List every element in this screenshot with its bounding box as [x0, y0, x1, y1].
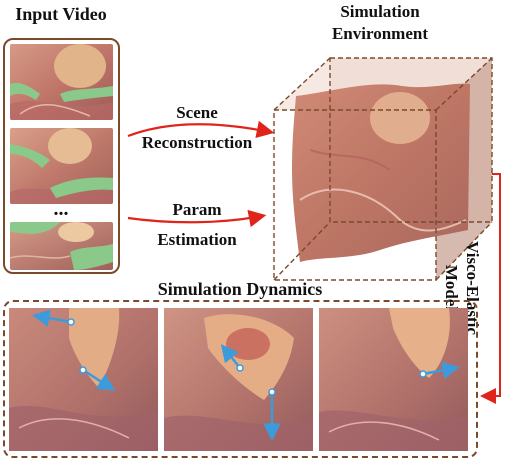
input-frame-1	[10, 44, 113, 120]
dynamics-frame-3	[319, 308, 468, 451]
scene-reconstruction-label-line1: Scene	[176, 103, 218, 122]
input-ellipsis: ...	[53, 198, 69, 220]
input-video-title: Input Video	[15, 4, 107, 24]
param-estimation-label-line2: Estimation	[157, 230, 237, 249]
visco-elastic-connector	[480, 173, 501, 404]
dynamics-frame-2	[164, 308, 313, 451]
param-estimation-label-line1: Param	[172, 200, 222, 219]
dynamics-frame-1	[9, 308, 158, 451]
input-frame-3	[10, 222, 113, 270]
input-frame-2	[10, 128, 113, 204]
simulation-environment-title-line1: Simulation	[340, 2, 420, 21]
simulation-environment-title-line2: Environment	[331, 24, 429, 43]
scene-reconstruction-label-line2: Reconstruction	[141, 133, 253, 152]
simulation-dynamics-panel	[3, 300, 478, 458]
simulation-dynamics-title: Simulation Dynamics	[157, 279, 323, 299]
input-video-panel	[3, 38, 120, 274]
